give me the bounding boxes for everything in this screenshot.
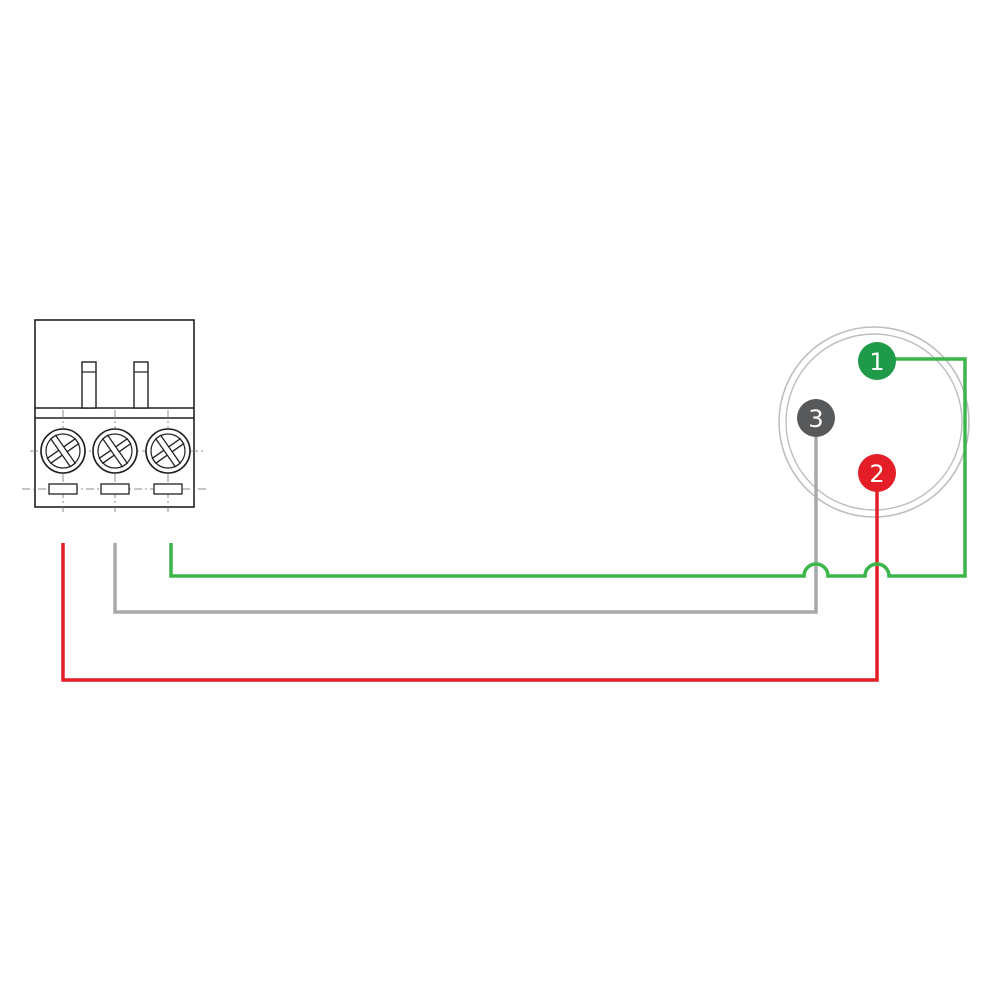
screw-terminal-block-icon: [22, 319, 208, 512]
wire-entry-left: [48, 483, 78, 495]
wire-entry-middle: [100, 483, 130, 495]
wire-green: [169, 357, 967, 578]
pin-3-label: 3: [808, 405, 823, 433]
xlr-pin-2: 2: [858, 454, 896, 492]
release-tab-right: [133, 361, 149, 409]
wire-entry-right: [153, 483, 183, 495]
wire-red: [61, 490, 879, 682]
xlr-pin-3: 3: [797, 399, 835, 437]
screw-terminal-middle: [92, 428, 138, 474]
xlr-inner-ring: [785, 333, 963, 511]
xlr-connector-icon: [778, 326, 970, 518]
wire-gray: [113, 434, 818, 614]
pin-1-label: 1: [869, 348, 884, 376]
screw-terminal-left: [40, 428, 86, 474]
pin-2-label: 2: [869, 460, 884, 488]
terminal-housing: [34, 319, 195, 508]
release-tab-left: [81, 361, 97, 409]
screw-terminal-right: [145, 428, 191, 474]
xlr-pin-1: 1: [858, 342, 896, 380]
